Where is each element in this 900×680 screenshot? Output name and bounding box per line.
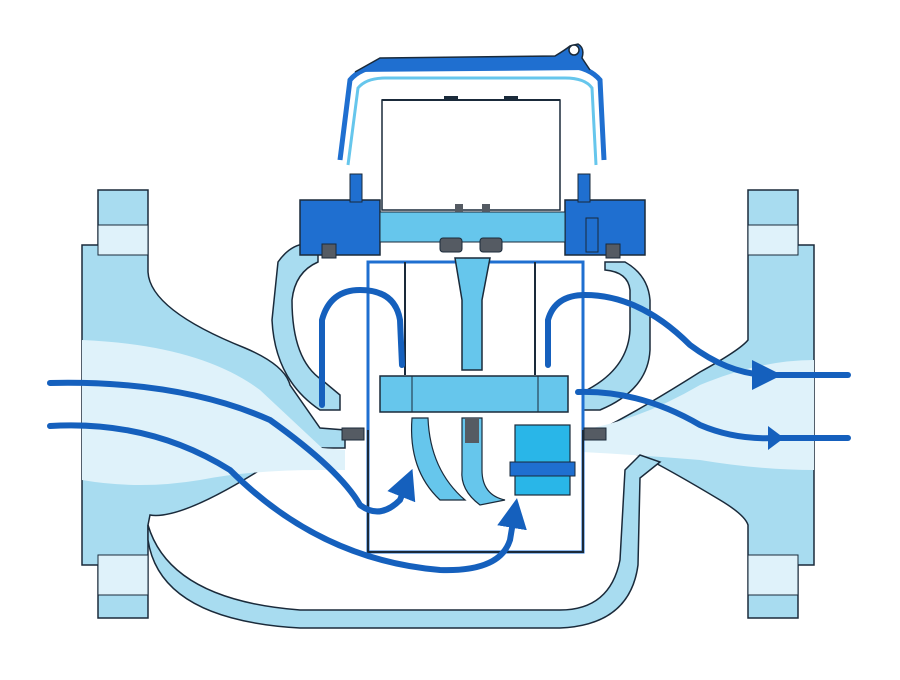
regulator-block xyxy=(514,424,571,496)
register-gear-left xyxy=(455,204,463,212)
right-flange-bolt-slot-top xyxy=(747,224,799,256)
left-flange-bolt-slot-bottom xyxy=(97,554,149,596)
register-gear-right xyxy=(482,204,490,212)
left-flange-bolt-slot-top xyxy=(97,224,149,256)
gasket-left xyxy=(341,427,365,441)
flow-channel xyxy=(82,340,345,485)
register-dial-box xyxy=(381,99,561,211)
bolt-right-lower xyxy=(585,217,599,253)
housing-band-center xyxy=(379,211,566,243)
dial-pointer-right xyxy=(504,96,518,101)
register-lid xyxy=(354,43,591,73)
lid-hinge xyxy=(568,44,580,56)
seal-right xyxy=(605,243,621,259)
vane-center-hub xyxy=(465,418,479,443)
rising-flow-left xyxy=(319,286,405,408)
lower-channel-outer xyxy=(147,454,662,629)
housing-band-right xyxy=(564,199,646,256)
inlet-flow-lower xyxy=(47,422,527,574)
coupling-magnet-right xyxy=(479,237,503,253)
bolt-right xyxy=(577,173,591,203)
impeller-disc xyxy=(379,375,569,413)
dial-pointer-left xyxy=(444,96,458,101)
regulator-plate xyxy=(509,461,576,477)
housing-band-left xyxy=(299,199,381,256)
inlet-flow-upper xyxy=(47,379,416,515)
right-flange-bolt-slot-bottom xyxy=(747,554,799,596)
measuring-cup-bottom xyxy=(367,430,584,553)
flow-arrows xyxy=(47,286,851,574)
rising-flow-right xyxy=(545,291,782,390)
register-cover-inner xyxy=(346,76,598,166)
impeller-spindle xyxy=(454,257,491,371)
outlet-arrowhead-lower xyxy=(768,426,784,450)
gasket-right xyxy=(583,427,607,441)
vane-left xyxy=(410,417,467,501)
coupling-magnet-left xyxy=(439,237,463,253)
outlet-flow-lower xyxy=(575,388,851,442)
bolt-left xyxy=(349,173,363,203)
seal-left xyxy=(321,243,337,259)
upper-right-housing xyxy=(582,261,651,411)
